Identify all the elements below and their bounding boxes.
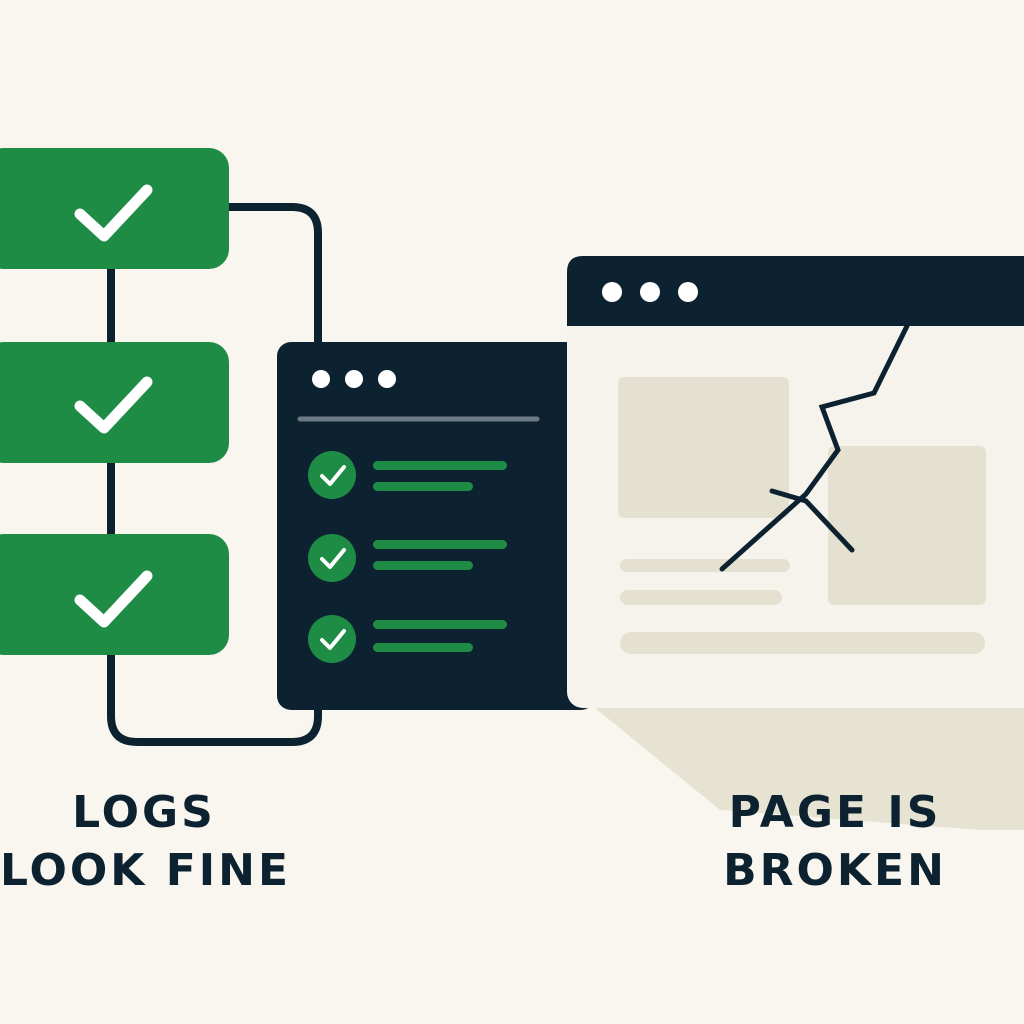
window-dot-icon <box>678 282 698 302</box>
check-box-2-body <box>0 342 229 463</box>
log-entry <box>308 534 507 582</box>
check-icon <box>74 376 153 434</box>
caption-page-is-broken: PAGE IS BROKEN <box>690 784 980 900</box>
window-dot-icon <box>345 370 363 388</box>
page-shadow <box>595 708 1024 830</box>
check-box-3 <box>0 534 229 655</box>
log-entry-line-long <box>373 620 507 629</box>
connector-lines <box>107 203 322 746</box>
broken-page-window <box>567 256 1024 708</box>
caption-left-line-2: LOOK FINE <box>0 845 291 896</box>
caption-right-line-2: BROKEN <box>723 845 947 896</box>
window-dot-icon <box>602 282 622 302</box>
log-window-body <box>277 342 595 710</box>
log-entry-badge <box>308 615 356 663</box>
log-entry <box>308 451 507 499</box>
check-box-1 <box>0 148 229 269</box>
caption-left-line-1: LOGS <box>72 787 216 838</box>
check-box-2 <box>0 342 229 463</box>
text-line-wide <box>620 632 985 654</box>
check-icon <box>74 184 153 242</box>
window-dot-icon <box>312 370 330 388</box>
log-entry-line-long <box>373 540 507 549</box>
log-entry-line-short <box>373 643 473 652</box>
check-box-3-body <box>0 534 229 655</box>
check-icon <box>320 465 346 486</box>
caption-logs-look-fine: LOGS LOOK FINE <box>0 784 288 900</box>
content-block-left <box>618 377 789 518</box>
check-icon <box>320 548 346 569</box>
content-block-right <box>828 446 986 605</box>
window-dot-icon <box>640 282 660 302</box>
broken-page-titlebar <box>567 256 1024 326</box>
check-icon <box>320 629 346 650</box>
log-entry-line-long <box>373 461 507 470</box>
caption-right-line-1: PAGE IS <box>728 787 942 838</box>
check-icon <box>74 570 153 628</box>
text-line <box>620 559 790 572</box>
log-entry-badge <box>308 451 356 499</box>
check-box-1-body <box>0 148 229 269</box>
log-entry-line-short <box>373 561 473 570</box>
crack-icon <box>719 323 910 572</box>
log-window <box>277 342 595 710</box>
crack-branch <box>769 488 855 553</box>
connector-top <box>224 203 322 349</box>
log-entry-line-short <box>373 482 473 491</box>
connector-bottom <box>107 648 322 746</box>
text-line <box>620 590 782 605</box>
log-entry <box>308 615 507 663</box>
log-entry-badge <box>308 534 356 582</box>
window-dot-icon <box>378 370 396 388</box>
